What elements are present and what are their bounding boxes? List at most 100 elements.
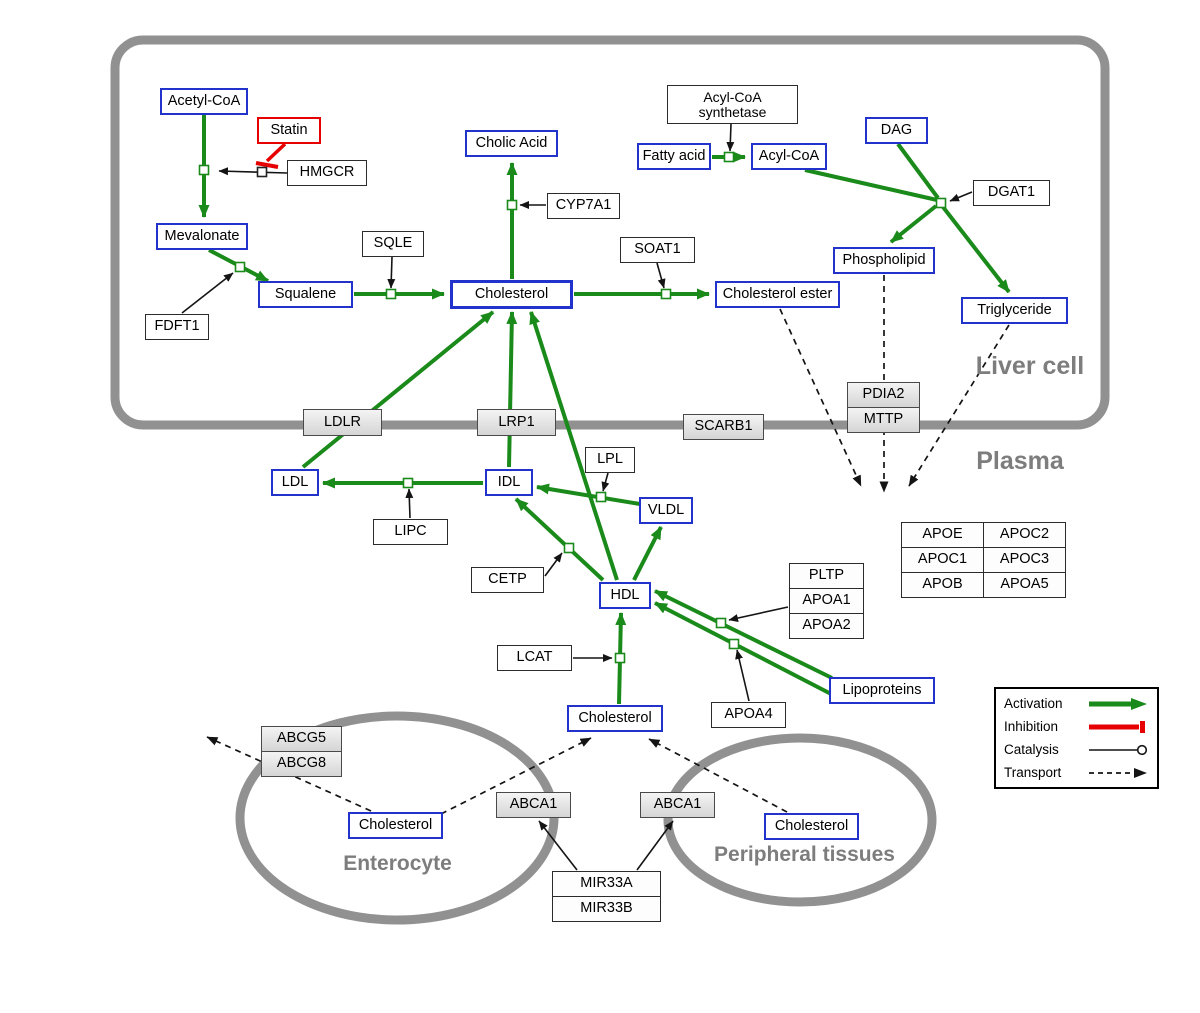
liver-cell-outline	[110, 35, 1110, 430]
gene-cetp[interactable]: CETP	[471, 567, 544, 593]
activation-arrow-icon	[1089, 697, 1147, 710]
legend-transport-label: Transport	[1004, 765, 1062, 780]
gene-pltp[interactable]: PLTP	[789, 563, 864, 589]
gene-mir33b[interactable]: MIR33B	[552, 896, 661, 922]
metabolite-cholesterol-ester[interactable]: Cholesterol ester	[715, 281, 840, 308]
inhibition-edges	[255, 142, 287, 169]
transport-dashed-arrow-icon	[1089, 767, 1147, 778]
gene-mir33a[interactable]: MIR33A	[552, 871, 661, 897]
metabolite-cholesterol-liver[interactable]: Cholesterol	[450, 280, 573, 309]
transporter-abcg8[interactable]: ABCG8	[261, 751, 342, 777]
gene-apoc1[interactable]: APOC1	[901, 547, 984, 573]
edge-acylcoa-dgat-node	[804, 168, 938, 202]
metabolite-phospholipid[interactable]: Phospholipid	[833, 247, 935, 274]
reaction-node	[728, 638, 740, 650]
statin-inhibition-tbar	[255, 161, 279, 169]
edge-acylcoa-synthetase-catalysis	[726, 123, 735, 152]
reaction-node	[723, 151, 735, 163]
metabolite-acyl-coa[interactable]: Acyl-CoA	[751, 143, 827, 170]
receptor-lrp1[interactable]: LRP1	[477, 409, 556, 436]
transporter-abcg5[interactable]: ABCG5	[261, 726, 342, 752]
catalysis-edges	[181, 123, 973, 871]
reaction-node	[595, 491, 607, 503]
edge-cetp-catalysis	[544, 552, 563, 577]
catalysis-circle-icon	[1089, 744, 1148, 755]
edge-ldl-uptake-ldlr	[301, 310, 495, 469]
reaction-nodes	[198, 151, 947, 664]
edge-hdl-vldl	[632, 526, 663, 581]
metabolite-vldl[interactable]: VLDL	[639, 497, 693, 524]
edge-node-triglyceride	[941, 205, 1011, 294]
reaction-node	[385, 288, 397, 300]
transporter-abca1-enterocyte[interactable]: ABCA1	[496, 792, 571, 818]
edge-lipoproteins-hdl-upper	[654, 589, 833, 680]
gene-lipc[interactable]: LIPC	[373, 519, 448, 545]
metabolite-cholesterol-peripheral[interactable]: Cholesterol	[764, 813, 859, 840]
receptor-scarb1[interactable]: SCARB1	[683, 414, 764, 440]
edge-hmgcr-catalysis	[218, 167, 288, 176]
edge-hdl-idl-cetp	[514, 497, 605, 582]
metabolite-hdl[interactable]: HDL	[599, 582, 651, 609]
gene-apoa2[interactable]: APOA2	[789, 613, 864, 639]
metabolite-fatty-acid[interactable]: Fatty acid	[637, 143, 711, 170]
enterocyte-label: Enterocyte	[343, 852, 452, 875]
edge-sqle-catalysis	[387, 256, 396, 289]
metabolite-acetyl-coa[interactable]: Acetyl-CoA	[160, 88, 248, 115]
legend-transport: Transport	[996, 765, 1157, 780]
receptor-ldlr[interactable]: LDLR	[303, 409, 382, 436]
plasma-label: Plasma	[976, 447, 1064, 475]
drug-statin[interactable]: Statin	[257, 117, 321, 144]
metabolite-cholic-acid[interactable]: Cholic Acid	[465, 130, 558, 157]
legend-inhibition-label: Inhibition	[1004, 719, 1059, 734]
edge-soat1-catalysis	[656, 262, 666, 289]
legend-inhibition: Inhibition	[996, 719, 1157, 734]
reaction-node	[563, 542, 575, 554]
gene-lcat[interactable]: LCAT	[497, 645, 572, 671]
metabolite-lipoproteins[interactable]: Lipoproteins	[829, 677, 935, 704]
metabolite-triglyceride[interactable]: Triglyceride	[961, 297, 1068, 324]
edge-peripheral-cholesterol-efflux	[648, 738, 788, 813]
edge-node-phospholipid	[889, 204, 938, 244]
gene-fdft1[interactable]: FDFT1	[145, 314, 209, 340]
gene-acyl-coa-synthetase-line2: synthetase	[698, 103, 767, 120]
gene-dgat1[interactable]: DGAT1	[973, 180, 1050, 206]
edge-pltp-apoa-group	[728, 606, 789, 622]
gene-mttp[interactable]: MTTP	[847, 407, 920, 433]
metabolite-ldl[interactable]: LDL	[271, 469, 319, 496]
legend-activation-label: Activation	[1004, 696, 1063, 711]
gene-apoa5[interactable]: APOA5	[983, 572, 1066, 598]
gene-soat1[interactable]: SOAT1	[620, 237, 695, 263]
metabolite-cholesterol-enterocyte[interactable]: Cholesterol	[348, 812, 443, 839]
metabolite-mevalonate[interactable]: Mevalonate	[156, 223, 248, 250]
compartment-outlines	[110, 35, 1110, 925]
gene-apoc2[interactable]: APOC2	[983, 522, 1066, 548]
gene-apob[interactable]: APOB	[901, 572, 984, 598]
reaction-node	[614, 652, 626, 664]
metabolite-squalene[interactable]: Squalene	[258, 281, 353, 308]
metabolite-dag[interactable]: DAG	[865, 117, 928, 144]
edge-dag-dgat-node	[896, 142, 940, 200]
gene-sqle[interactable]: SQLE	[362, 231, 424, 257]
activation-edges	[198, 115, 1011, 705]
gene-apoe[interactable]: APOE	[901, 522, 984, 548]
edge-statin-inhibition	[265, 142, 287, 163]
metabolite-idl[interactable]: IDL	[485, 469, 533, 496]
edge-idl-uptake-lrp1	[506, 311, 518, 468]
peripheral-tissues-outline	[663, 733, 937, 907]
legend-catalysis-label: Catalysis	[1004, 742, 1059, 757]
gene-hmgcr[interactable]: HMGCR	[287, 160, 367, 186]
transporter-abca1-peripheral[interactable]: ABCA1	[640, 792, 715, 818]
gene-cyp7a1[interactable]: CYP7A1	[547, 193, 620, 219]
gene-acyl-coa-synthetase[interactable]: Acyl-CoA synthetase	[667, 85, 798, 124]
legend-catalysis: Catalysis	[996, 742, 1157, 757]
metabolite-cholesterol-plasma[interactable]: Cholesterol	[567, 705, 663, 732]
edge-fdft1-catalysis	[181, 272, 234, 314]
gene-apoc3[interactable]: APOC3	[983, 547, 1066, 573]
gene-apoa4[interactable]: APOA4	[711, 702, 786, 728]
gene-apoa1[interactable]: APOA1	[789, 588, 864, 614]
edge-hdl-uptake	[529, 311, 619, 581]
gene-pdia2[interactable]: PDIA2	[847, 382, 920, 408]
gene-lpl[interactable]: LPL	[585, 447, 635, 473]
